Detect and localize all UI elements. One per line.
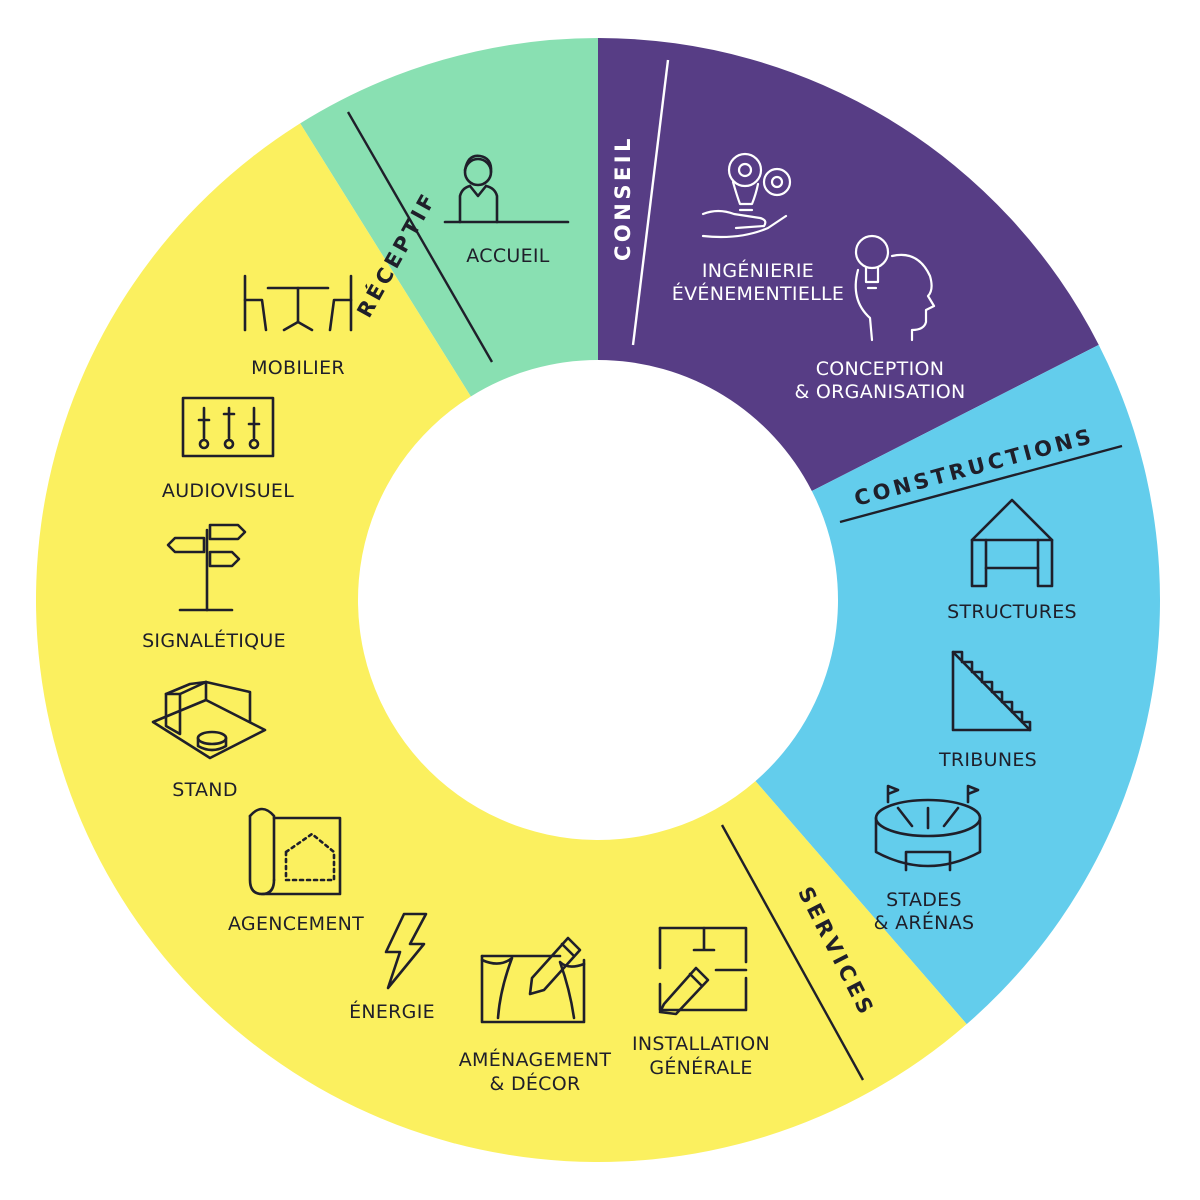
label-stades-line2: & ARÉNAS xyxy=(874,911,975,934)
gears-lightbulb-hand-icon xyxy=(701,152,792,239)
signpost-icon xyxy=(166,523,247,612)
label-ingenierie-line2: ÉVÉNEMENTIELLE xyxy=(672,282,844,305)
stadium-icon xyxy=(874,784,982,872)
label-accueil: ACCUEIL xyxy=(466,245,550,267)
grandstand-icon xyxy=(951,650,1032,732)
floorplan-pencil-icon xyxy=(658,926,748,1016)
label-stades-line1: STADES xyxy=(886,889,962,911)
divider-constructions xyxy=(839,444,1123,524)
table-chairs-icon xyxy=(243,274,353,332)
label-stand: STAND xyxy=(172,779,238,801)
divider-services xyxy=(720,824,865,1081)
label-conception-line2: & ORGANISATION xyxy=(794,381,965,403)
label-installation-line1: INSTALLATION xyxy=(632,1033,770,1055)
stage-pencil-icon xyxy=(480,936,586,1024)
head-lightbulb-icon xyxy=(854,234,936,342)
label-mobilier: MOBILIER xyxy=(251,357,345,379)
label-conception-line1: CONCEPTION xyxy=(816,358,945,380)
label-amenagement-line1: AMÉNAGEMENT xyxy=(459,1048,612,1071)
label-agencement: AGENCEMENT xyxy=(228,913,364,935)
segment-conseil xyxy=(598,38,1099,492)
divider-receptif xyxy=(346,111,494,363)
exhibition-stand-icon xyxy=(151,680,267,760)
receptionist-icon xyxy=(443,154,570,224)
mixer-panel-icon xyxy=(181,396,275,458)
label-installation-line2: GÉNÉRALE xyxy=(649,1056,752,1079)
label-energie: ÉNERGIE xyxy=(349,1000,435,1023)
label-ingenierie-line1: INGÉNIERIE xyxy=(702,259,814,282)
divider-conseil xyxy=(631,59,670,346)
segment-receptif xyxy=(300,38,598,397)
label-amenagement-line2: & DÉCOR xyxy=(489,1072,580,1095)
label-signaletique: SIGNALÉTIQUE xyxy=(142,629,286,652)
segment-constructions xyxy=(755,344,1160,1025)
blueprint-plan-icon xyxy=(248,807,342,896)
label-structures: STRUCTURES xyxy=(947,601,1077,623)
lightning-bolt-icon xyxy=(384,912,428,990)
label-audiovisuel: AUDIOVISUEL xyxy=(162,480,294,502)
segment-services xyxy=(35,123,967,1162)
tent-structure-icon xyxy=(970,498,1054,588)
label-tribunes: TRIBUNES xyxy=(938,749,1037,771)
section-title-conseil: CONSEIL xyxy=(611,135,635,261)
